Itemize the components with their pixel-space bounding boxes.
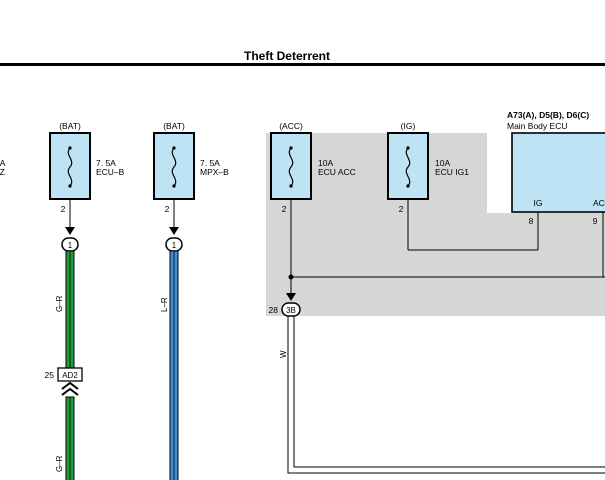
ecu-pin-acc-label: AC [593,198,605,208]
fuse-name: ECU IG1 [435,167,469,177]
wire-color-label: W [279,350,288,358]
wire-w: 3B 28 W [269,199,605,474]
fuse-amp: 7. 5A [96,158,116,168]
connector-pin: 25 [45,370,55,380]
wire-l-r: 1 L–R [160,199,183,480]
fuse-amp: 10A [435,158,450,168]
ecu-pin-ig-num: 8 [529,216,534,226]
wire-color-label: G–R [55,455,64,472]
ecu-name: Main Body ECU [507,121,567,131]
wire-g-r: 1 G–R AD2 25 G–R [45,199,83,480]
fuse-source: (IG) [401,121,416,131]
fuse-name: ECU ACC [318,167,356,177]
ecu-connectors: A73(A), D5(B), D6(C) [507,110,589,120]
left-cut-amp: 5A [0,158,6,168]
wire-ig [407,199,539,251]
fuse-ecu-b: (BAT) 7. 5A ECU–B 2 [49,121,125,214]
ecu-pin-ig-label: IG [534,198,543,208]
fuse-source: (BAT) [163,121,185,131]
fuse-mpx-b: (BAT) 7. 5A MPX–B 2 [153,121,229,214]
junction-pin: 28 [269,305,279,315]
junction-label: 3B [286,306,296,315]
connector-label: AD2 [62,371,78,380]
fuse-pin: 2 [61,204,66,214]
wire-color-label: G–R [55,295,64,312]
wire-color-label: L–R [160,297,169,312]
fuse-amp: 10A [318,158,333,168]
fuse-pin: 2 [399,204,404,214]
main-body-ecu-box [511,132,605,213]
fuse-ecu-acc: (ACC) 10A ECU ACC 2 [270,121,356,214]
fuse-amp: 7. 5A [200,158,220,168]
fuse-source: (BAT) [59,121,81,131]
junction-label: 1 [172,241,177,250]
fuse-pin: 2 [282,204,287,214]
left-cut-name: AZ [0,167,5,177]
ecu-pin-acc-num: 9 [593,216,598,226]
junction-label: 1 [68,241,73,250]
fuse-pin: 2 [165,204,170,214]
fuse-name: ECU–B [96,167,125,177]
fuse-ecu-ig1: (IG) 10A ECU IG1 2 [387,121,469,214]
fuse-name: MPX–B [200,167,229,177]
diagram-title: Theft Deterrent [244,49,330,63]
fuse-source: (ACC) [279,121,303,131]
shaded-area [266,133,605,316]
